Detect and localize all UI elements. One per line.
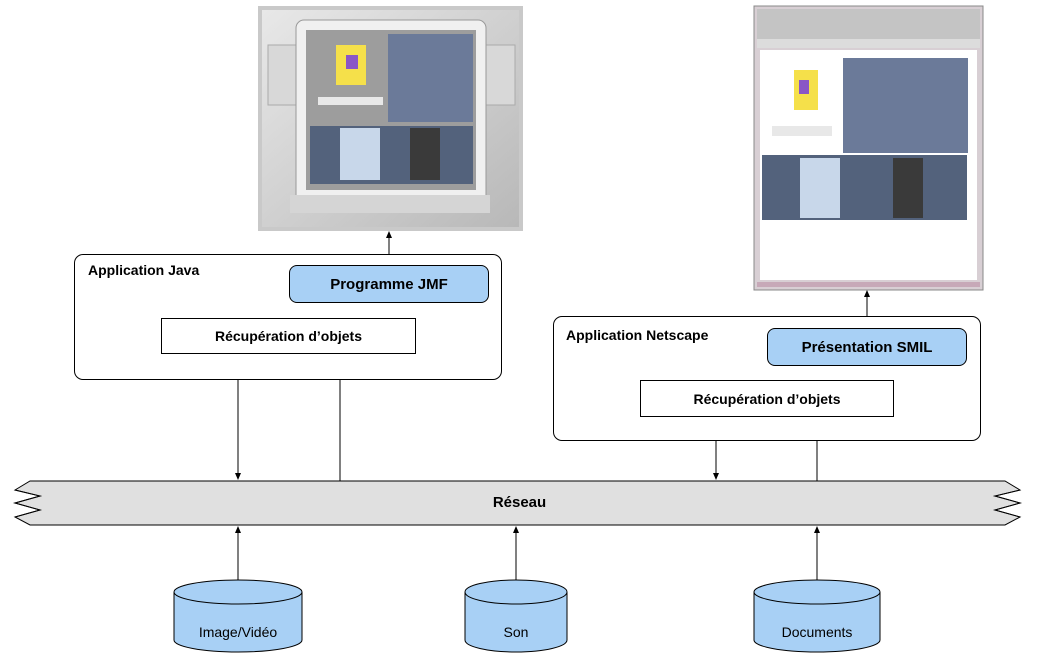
database-son-label-wrap: Son — [465, 590, 567, 650]
database-connectors — [235, 526, 820, 584]
netscape-application-title: Application Netscape — [566, 327, 709, 343]
jmf-program-box: Programme JMF — [289, 265, 489, 303]
left-object-retrieval-box: Récupération d’objets — [161, 318, 416, 354]
database-image-video-label-wrap: Image/Vidéo — [174, 590, 302, 650]
smil-presentation-box: Présentation SMIL — [767, 328, 967, 366]
right-object-retrieval-box: Récupération d’objets — [640, 380, 894, 417]
database-documents-label-wrap: Documents — [754, 590, 880, 650]
network-label: Réseau — [492, 494, 547, 511]
database-son-label: Son — [503, 624, 529, 640]
database-image-video-label: Image/Vidéo — [198, 624, 278, 640]
java-application-title: Application Java — [88, 262, 200, 278]
jmf-monitor-screenshot — [258, 6, 523, 231]
smil-browser-screenshot — [753, 5, 984, 291]
database-son — [464, 579, 568, 653]
network-band — [13, 480, 1022, 526]
database-documents-label: Documents — [781, 624, 853, 640]
database-documents — [753, 579, 881, 653]
database-image-video — [173, 579, 303, 653]
